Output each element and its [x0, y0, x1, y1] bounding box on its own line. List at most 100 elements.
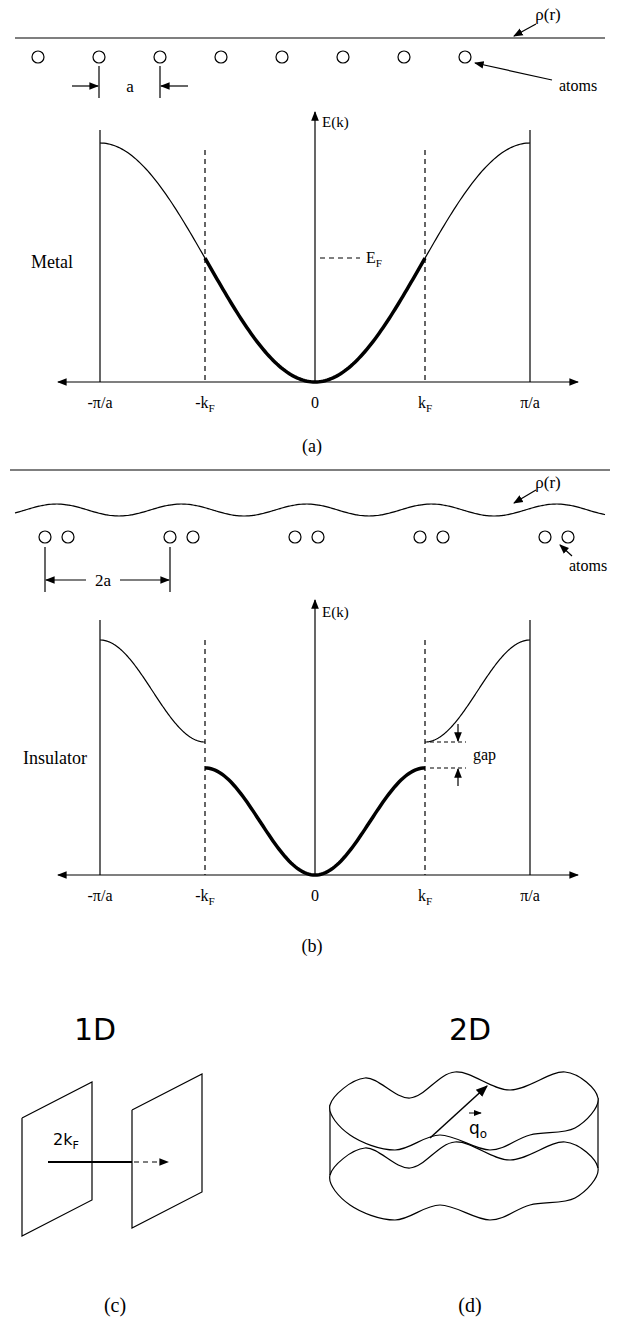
nesting-vector: [430, 1086, 487, 1138]
panel-label: (a): [302, 437, 322, 455]
fermi-level-dashed: [320, 257, 360, 258]
main-text: -π/a: [88, 394, 113, 411]
main-text: (a): [302, 436, 322, 456]
tick-label: kF: [418, 395, 432, 411]
atom-circle: [62, 531, 74, 543]
atom-circle: [289, 531, 301, 543]
main-text: a: [126, 77, 134, 96]
density-label: ρ(r): [535, 6, 560, 23]
main-text: E: [366, 249, 376, 266]
vector-overarrow: [469, 1113, 481, 1114]
main-text: π/a: [520, 887, 540, 904]
zone-boundary: [529, 130, 530, 382]
zone-boundary: [529, 620, 530, 875]
axis-label: E(k): [322, 605, 349, 620]
subscript: o: [480, 1127, 487, 1141]
atom-circle: [398, 51, 410, 63]
atom-circle: [187, 531, 199, 543]
band-curve: [100, 640, 205, 742]
zone-boundary: [99, 130, 100, 382]
main-text: 1D: [74, 1012, 116, 1047]
leader-arrow: [514, 490, 536, 503]
main-text: 0: [311, 394, 319, 411]
atom-circle: [32, 51, 44, 63]
main-text: ρ(r): [535, 5, 560, 24]
main-text: q: [469, 1118, 480, 1138]
main-text: (d): [458, 1294, 481, 1316]
band-curve: [425, 640, 530, 742]
atom-circle: [337, 51, 349, 63]
atom-circle: [215, 51, 227, 63]
atom-circle: [459, 51, 471, 63]
nesting-vector: [48, 1161, 132, 1163]
leader-arrow: [560, 545, 572, 556]
phase-label: Insulator: [23, 749, 87, 767]
gap-arrow: [457, 724, 458, 741]
tick-label: π/a: [520, 888, 540, 904]
fermi-k-dashed: [424, 640, 425, 875]
atom-circle: [154, 51, 166, 63]
tick-label: -π/a: [88, 888, 113, 904]
main-text: atoms: [569, 557, 607, 574]
dimension-arrow: [46, 579, 86, 580]
main-text: (b): [302, 936, 323, 956]
main-text: E(k): [322, 114, 349, 130]
fermi-energy-label: EF: [366, 250, 382, 266]
charge-density-wave: [15, 504, 605, 516]
main-text: k: [418, 887, 426, 904]
gap-dashed: [430, 767, 466, 768]
main-text: -k: [195, 887, 208, 904]
dimension-tick: [44, 547, 45, 592]
atom-circle: [414, 531, 426, 543]
atom-circle: [39, 531, 51, 543]
gap-label: gap: [473, 747, 496, 763]
fermi-surface-bottom: [330, 1142, 598, 1220]
main-text: Insulator: [23, 748, 87, 768]
axis-label: E(k): [322, 115, 349, 130]
panel-separator: [10, 469, 610, 470]
main-text: 2a: [95, 571, 111, 590]
tick-label: -kF: [195, 888, 215, 904]
dimension-heading: 2D: [449, 1015, 491, 1045]
dimension-tick: [169, 547, 170, 592]
tick-label: kF: [418, 888, 432, 904]
main-text: 0: [311, 887, 319, 904]
energy-axis: [314, 600, 315, 875]
gap-dashed: [430, 741, 466, 742]
phase-label: Metal: [31, 253, 73, 271]
tick-label: 0: [311, 395, 319, 411]
dimension-arrow: [72, 85, 98, 86]
zone-boundary: [99, 620, 100, 875]
vector-label: 2kF: [53, 1132, 79, 1148]
dimension-tick: [98, 66, 99, 98]
lattice-constant: 2a: [95, 572, 111, 589]
main-text: k: [418, 394, 426, 411]
atom-circle: [539, 531, 551, 543]
fermi-surface-side: [329, 1105, 330, 1175]
subscript: F: [209, 895, 215, 907]
main-text: ρ(r): [535, 473, 560, 492]
main-text: -π/a: [88, 887, 113, 904]
dimension-arrow: [120, 579, 169, 580]
fermi-k-dashed: [204, 150, 205, 382]
tick-label: π/a: [520, 395, 540, 411]
atom-circle: [562, 531, 574, 543]
panel-label: (c): [104, 1295, 126, 1315]
fermi-k-dashed: [204, 640, 205, 875]
dimension-heading: 1D: [74, 1015, 116, 1045]
leader-arrow: [514, 24, 536, 36]
subscript: F: [73, 1139, 79, 1152]
atoms-label: atoms: [569, 558, 607, 574]
main-text: π/a: [520, 394, 540, 411]
panel-label: (d): [458, 1295, 481, 1315]
charge-density-line: [15, 37, 605, 38]
dimension-arrow: [161, 85, 188, 86]
atom-circle: [276, 51, 288, 63]
main-text: 2D: [449, 1012, 491, 1047]
gap-arrow: [457, 769, 458, 786]
fermi-surface-side: [597, 1098, 598, 1168]
filled-band-curve: [205, 768, 425, 875]
atoms-label: atoms: [559, 78, 597, 94]
atom-circle: [93, 51, 105, 63]
